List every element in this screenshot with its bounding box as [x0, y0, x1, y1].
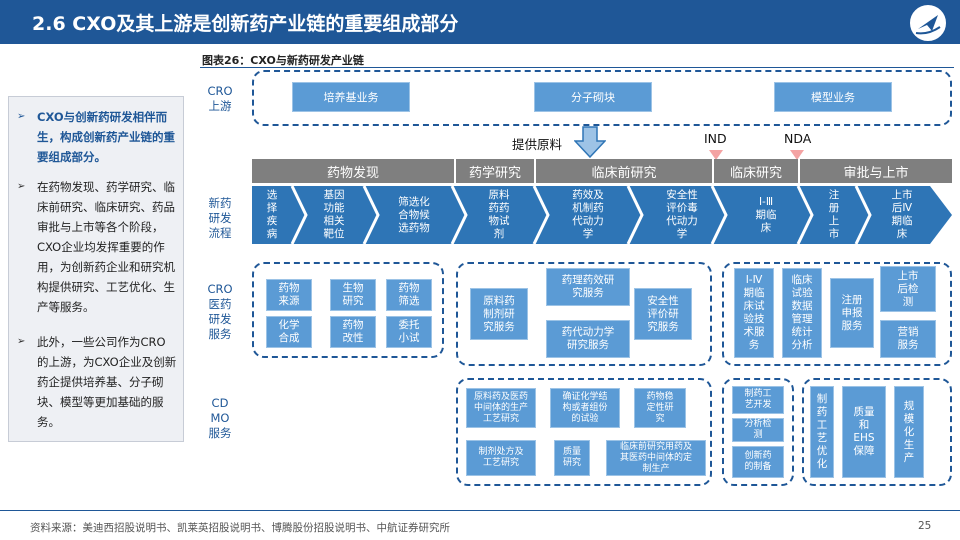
cro-service: 原料药 制剂研 究服务 [470, 288, 528, 340]
milestone-marker-icon [708, 146, 724, 160]
row-label-flow: 新药 研发 流程 [208, 196, 232, 240]
cdmo-service: 药物稳 定性研 究 [634, 388, 686, 428]
cro-group-preclinical [456, 262, 712, 366]
page-number: 25 [918, 520, 932, 532]
bullet-arrow-icon: ➢ [17, 181, 26, 192]
row-label-upstream: CRO 上游 [207, 84, 233, 113]
stage-pharmaceutical-research: 药学研究 [456, 159, 534, 183]
cro-service: 化学 合成 [266, 316, 312, 348]
flow-step: 筛选化 合物候 选药物 [398, 195, 430, 234]
cro-service: 药代动力学 研究服务 [546, 320, 630, 358]
summary-bullet: ➢ 在药物发现、药学研究、临床前研究、临床研究、药品审批与上市等各个阶段，CXO… [17, 177, 177, 317]
flow-step: Ⅰ-Ⅲ 期临 床 [755, 195, 777, 234]
source-note: 资料来源：美迪西招股说明书、凯莱英招股说明书、博腾股份招股说明书、中航证券研究所 [30, 522, 450, 534]
cdmo-service: 创新药 的制备 [732, 446, 784, 478]
milestone-nda: NDA [784, 131, 812, 146]
cro-service: 营销 服务 [880, 320, 936, 358]
figure-title-divider [200, 67, 954, 68]
page-title: 2.6 CXO及其上游是创新药产业链的重要组成部分 [32, 13, 459, 35]
cro-service: 药物 来源 [266, 279, 312, 311]
cro-service: 安全性 评价研 究服务 [634, 288, 692, 340]
upstream-group [252, 70, 952, 126]
stage-clinical: 临床研究 [714, 159, 798, 183]
stage-approval: 审批与上市 [800, 159, 952, 183]
cro-service: Ⅰ-Ⅳ 期临 床试 验技 术服 务 [734, 268, 774, 358]
footer-divider [0, 510, 960, 511]
summary-bullet: ➢ 此外，一些公司作为CRO的上游，为CXO企业及创新药企提供培养基、分子砌块、… [17, 332, 177, 432]
cdmo-service: 原料药及医药 中间体的生产 工艺研究 [466, 388, 536, 428]
figure-title: 图表26：CXO与新药研发产业链 [202, 54, 364, 67]
header-bar [0, 0, 960, 44]
cdmo-service: 制药工 艺开发 [732, 386, 784, 414]
milestone-marker-icon [789, 146, 805, 160]
cro-service: 药物 筛选 [386, 279, 432, 311]
cdmo-service: 临床前研究用药及 其医药中间体的定 制生产 [606, 440, 706, 476]
cdmo-service: 制 药 工 艺 优 化 [810, 386, 834, 478]
flow-step: 药效及 机制药 代动力 学 [572, 189, 604, 240]
cro-service: 上市 后检 测 [880, 266, 936, 312]
upstream-item: 培养基业务 [292, 82, 410, 112]
company-logo-icon [908, 3, 948, 43]
upstream-item: 分子砌块 [534, 82, 652, 112]
upstream-item: 模型业务 [774, 82, 892, 112]
milestone-ind: IND [704, 131, 727, 146]
cdmo-service: 质量 研究 [554, 440, 590, 476]
flow-step: 上市 后Ⅳ 期临 床 [891, 189, 913, 240]
flow-step: 选 择 疾 病 [266, 189, 278, 240]
cro-group-clinical [722, 262, 952, 366]
summary-bullet: ➢ CXO与创新药研发相伴而生，构成创新药产业链的重要组成部分。 [17, 107, 177, 167]
flow-chevron-band [252, 185, 952, 245]
cdmo-group-development [722, 378, 794, 486]
flow-step: 安全性 评价毒 代动力 学 [666, 189, 698, 240]
cdmo-service: 制剂处方及 工艺研究 [466, 440, 536, 476]
cdmo-service: 分析检 测 [732, 418, 784, 442]
row-label-cro: CRO 医药 研发 服务 [207, 282, 233, 341]
cdmo-service: 质量 和 EHS 保障 [842, 386, 886, 478]
bullet-arrow-icon: ➢ [17, 111, 26, 122]
stage-preclinical: 临床前研究 [536, 159, 712, 183]
cdmo-group-production [802, 378, 952, 486]
cro-service: 注册 申报 服务 [830, 278, 874, 348]
row-label-cdmo: CD MO 服务 [208, 396, 232, 440]
cro-service: 临床 试验 数据 管理 统计 分析 [782, 268, 822, 358]
cdmo-service: 规 模 化 生 产 [894, 386, 924, 478]
summary-panel: ➢ CXO与创新药研发相伴而生，构成创新药产业链的重要组成部分。 ➢ 在药物发现… [8, 96, 184, 442]
stage-drug-discovery: 药物发现 [252, 159, 454, 183]
flow-step: 基因 功能 相关 靶位 [323, 189, 345, 240]
supply-down-arrow-icon [573, 126, 607, 159]
supply-label: 提供原料 [512, 137, 563, 152]
cdmo-service: 确证化学结 构或者组份 的试验 [550, 388, 620, 428]
bullet-arrow-icon: ➢ [17, 336, 26, 347]
cro-service: 药物 改性 [330, 316, 376, 348]
cro-group-discovery [252, 262, 444, 358]
cro-service: 委托 小试 [386, 316, 432, 348]
cro-service: 生物 研究 [330, 279, 376, 311]
cdmo-group-research [456, 378, 712, 486]
flow-step: 原料 药药 物试 剂 [488, 189, 510, 240]
cro-service: 药理药效研 究服务 [546, 268, 630, 306]
flow-step: 注 册 上 市 [828, 189, 840, 240]
